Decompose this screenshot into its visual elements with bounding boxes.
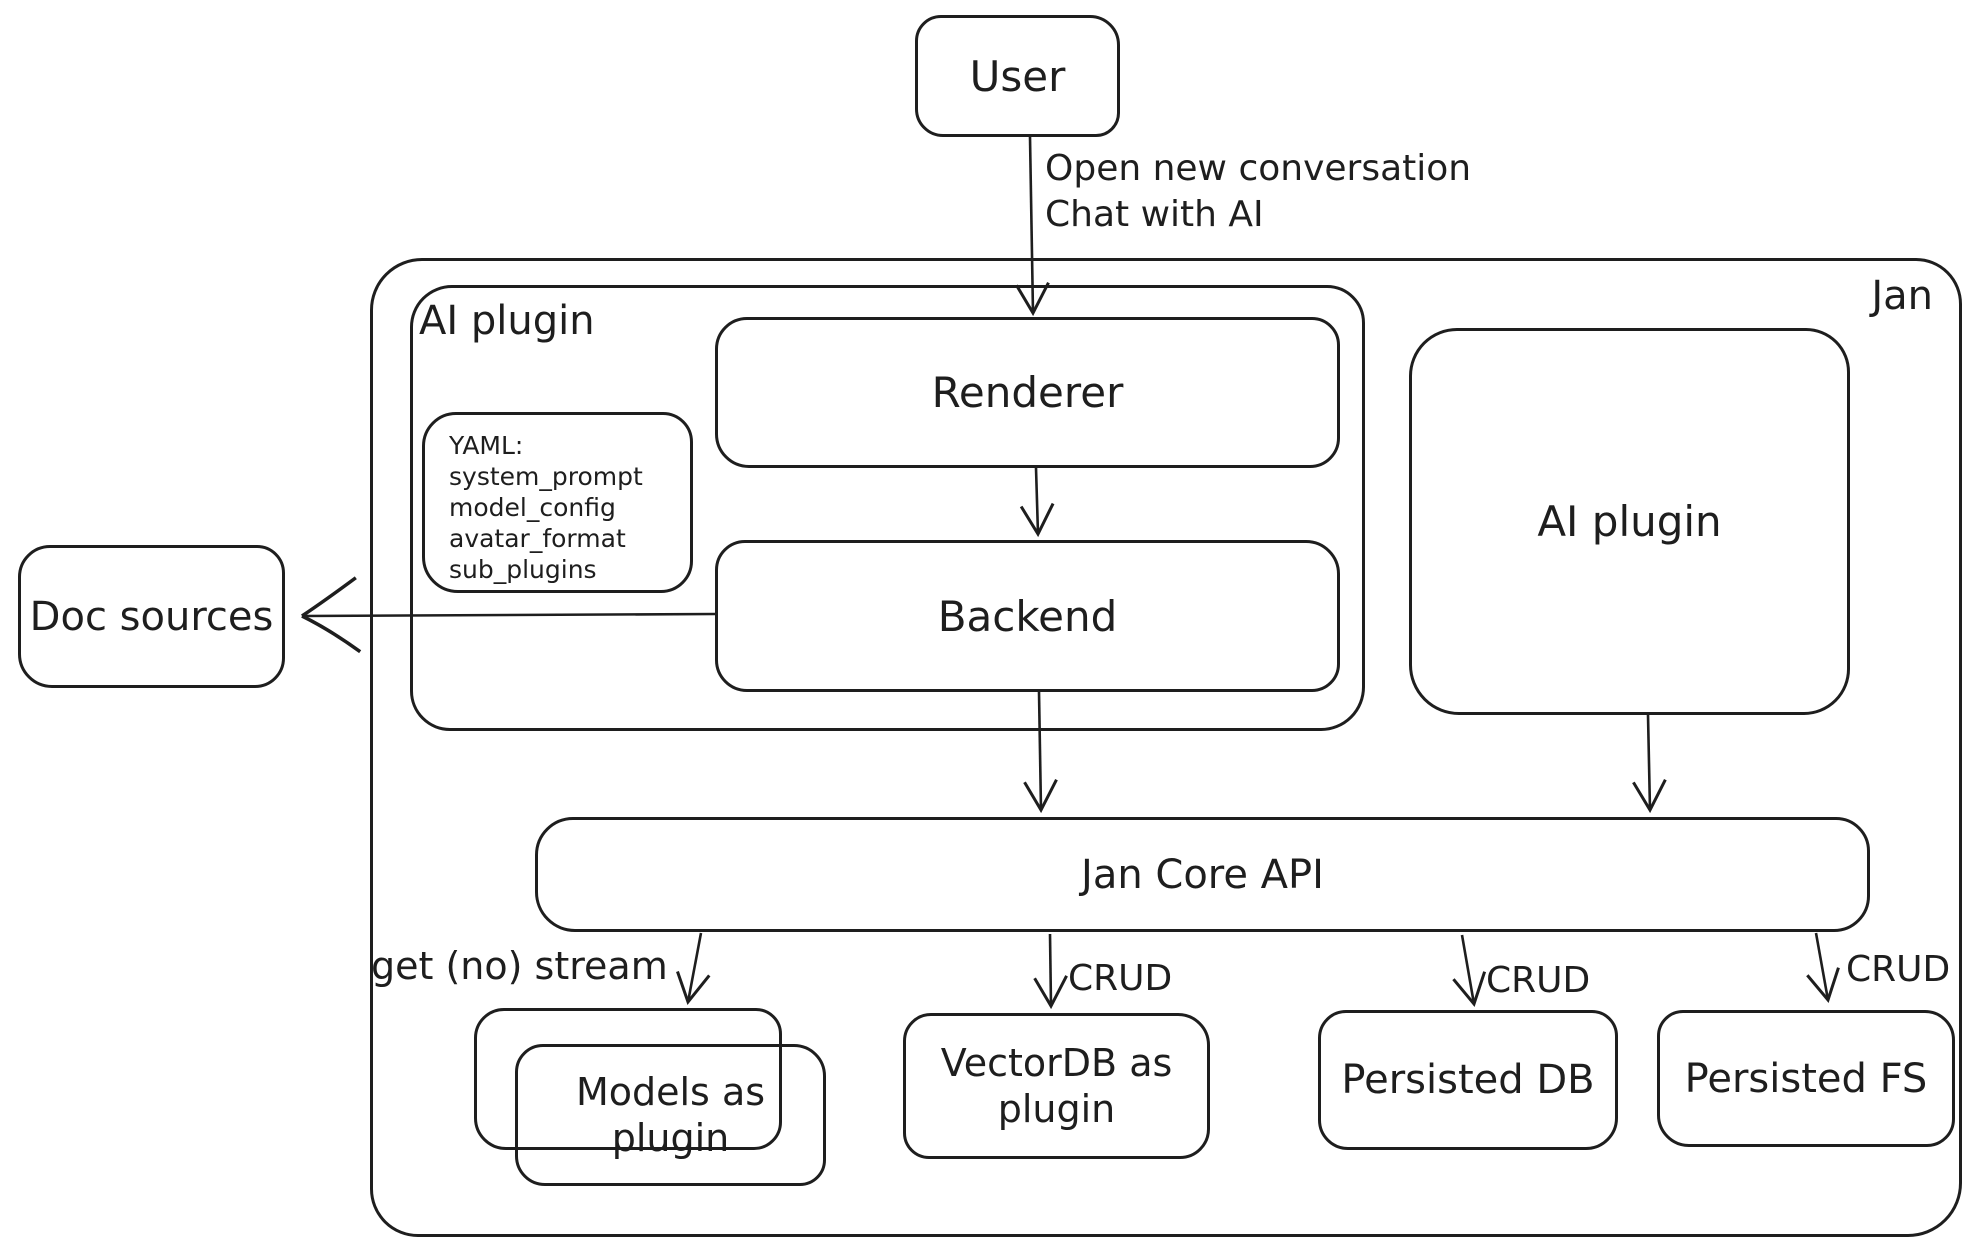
vectordb-as-plugin-node: VectorDB as plugin (903, 1013, 1210, 1159)
edge-label-line: Chat with AI (1045, 194, 1264, 235)
vectordb-label-line: VectorDB as (940, 1041, 1173, 1085)
renderer-node: Renderer (715, 317, 1340, 468)
edge-label-line: Open new conversation (1045, 148, 1472, 189)
user-node: User (915, 15, 1120, 137)
models-outer-box (474, 1008, 782, 1150)
persisted-db-node-label: Persisted DB (1341, 1057, 1595, 1103)
edge-label-crud-persisted-db: CRUD (1486, 960, 1591, 1001)
models-as-plugin-node: Models as plugin (515, 1044, 826, 1186)
doc-sources-node: Doc sources (18, 545, 285, 688)
edge-label-user-to-renderer: Open new conversation Chat with AI (1045, 146, 1471, 238)
models-as-plugin-label-line: Models as (575, 1070, 766, 1114)
yaml-note: YAML: system_prompt model_config avatar_… (422, 412, 693, 593)
jan-core-api-node-label: Jan Core API (1081, 851, 1324, 898)
backend-node-label: Backend (937, 591, 1118, 641)
yaml-note-line: avatar_format (449, 524, 626, 553)
ai-plugin-group-box: AI plugin (410, 285, 1365, 731)
yaml-note-line: model_config (449, 493, 616, 522)
yaml-note-line: YAML: (449, 431, 524, 460)
persisted-db-node: Persisted DB (1318, 1010, 1618, 1150)
persisted-fs-node: Persisted FS (1657, 1010, 1955, 1147)
ai-plugin-right-node: AI plugin (1409, 328, 1850, 715)
ai-plugin-right-node-label: AI plugin (1537, 497, 1722, 546)
ai-plugin-group-label: AI plugin (419, 298, 595, 344)
jan-container-label: Jan (1871, 273, 1933, 319)
edge-label-get-no-stream: get (no) stream (371, 944, 668, 988)
doc-sources-node-label: Doc sources (29, 593, 274, 640)
models-as-plugin-label-line: plugin (611, 1116, 730, 1160)
renderer-node-label: Renderer (931, 368, 1124, 417)
edge-label-crud-persisted-fs: CRUD (1846, 949, 1951, 990)
edge-label-crud-vectordb: CRUD (1068, 958, 1173, 999)
jan-core-api-node: Jan Core API (535, 817, 1870, 932)
user-node-label: User (969, 51, 1066, 101)
yaml-note-line: system_prompt (449, 462, 643, 491)
vectordb-label-line: plugin (997, 1087, 1116, 1131)
yaml-note-line: sub_plugins (449, 555, 597, 584)
jan-container-box: Jan (370, 258, 1962, 1237)
backend-node: Backend (715, 540, 1340, 692)
persisted-fs-node-label: Persisted FS (1684, 1055, 1928, 1102)
